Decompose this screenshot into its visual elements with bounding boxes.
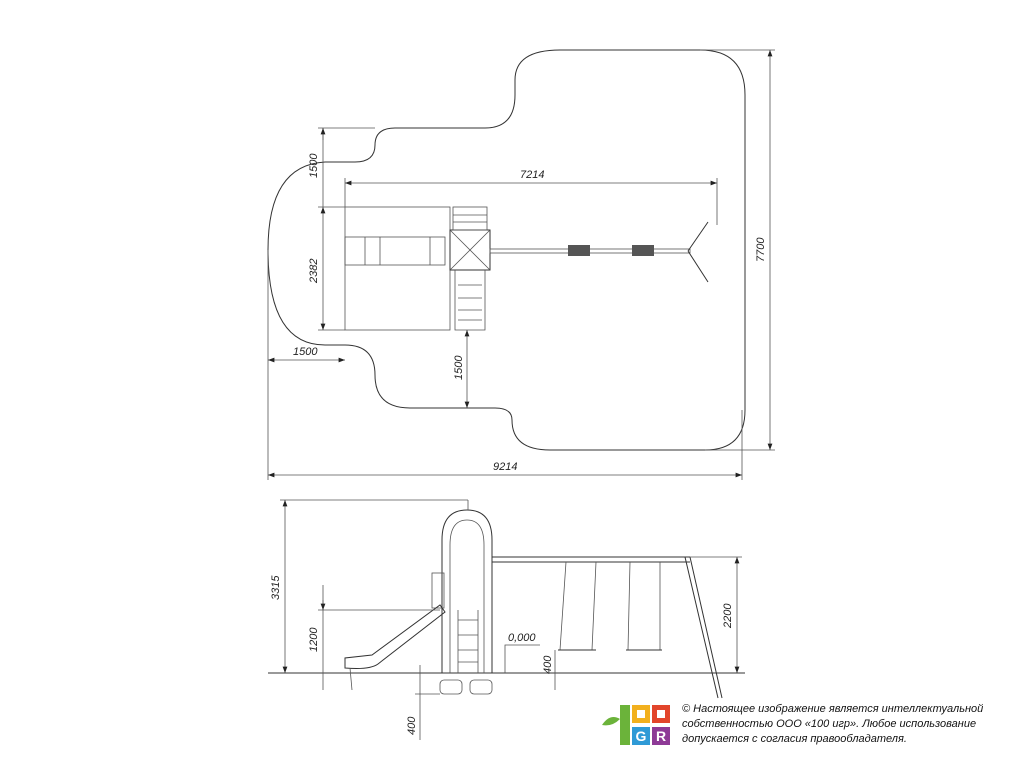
slide-plan [344,236,446,266]
svg-text:R: R [656,728,666,744]
plan-view: 7214 1500 2382 1500 1500 7700 9214 [267,49,775,480]
swing-seat [568,245,590,256]
dim-offset-left: 1500 [293,346,318,358]
elevation-view: 3315 1200 0,000 400 2200 400 [268,499,745,740]
dim-offset-top: 1500 [308,153,320,178]
dim-width: 2382 [308,259,320,284]
dim-platform-height: 1200 [308,627,320,652]
copyright-line: собственностью ООО «100 игр». Любое испо… [682,718,977,730]
dim-foundation-depth: 400 [406,716,418,735]
swing-seat [632,245,654,256]
dim-zone-length: 9214 [493,461,517,473]
dim-beam-height: 2200 [722,603,734,629]
slide-elevation [344,604,446,691]
swing-beam-plan [489,221,709,283]
company-logo: G R [600,703,672,747]
dim-seat-height: 400 [542,655,554,674]
plan-dimensions: 7214 1500 2382 1500 1500 7700 9214 [267,49,775,480]
ground-level-mark: 0,000 [508,632,536,644]
svg-text:G: G [636,728,647,744]
dim-offset-bottom: 1500 [453,355,465,380]
dim-length: 7214 [520,169,544,181]
copyright-line: © Настоящее изображение является интелле… [682,703,984,715]
tower-elevation [431,500,493,695]
equipment-footprint [344,206,451,331]
copyright-line: допускается с согласия правообладателя. [682,733,907,745]
dim-zone-depth: 7700 [755,237,767,262]
safety-zone-outline [267,49,746,451]
copyright-notice: © Настоящее изображение является интелле… [682,702,1012,747]
dim-total-height: 3315 [270,575,282,600]
swing-frame-elevation [492,556,723,699]
elevation-dimensions: 3315 1200 0,000 400 2200 400 [270,499,742,740]
tower-plan [449,206,491,331]
